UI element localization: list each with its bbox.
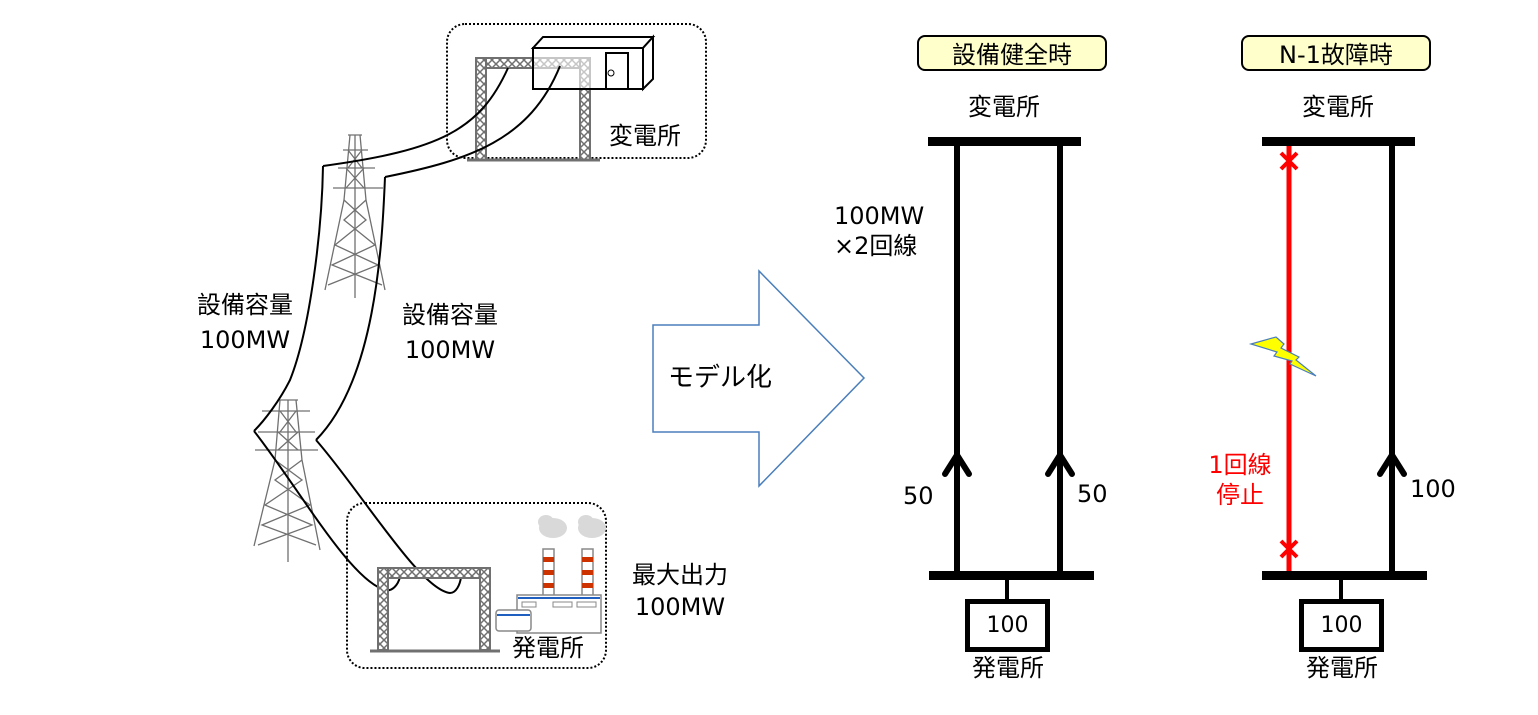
- panel-healthy-substation-label: 変電所: [968, 93, 1040, 121]
- breaker-open-x-icon: [1279, 151, 1299, 171]
- line-a-capacity-label: 設備容量 100MW: [180, 290, 310, 355]
- panel-n1-generator-box: 100: [1299, 599, 1384, 652]
- panel-n1-substation-label: 変電所: [1302, 93, 1374, 121]
- power-line-b: [315, 65, 561, 595]
- substation-illustration: [446, 23, 707, 162]
- breaker-open-x-icon: [1279, 539, 1299, 559]
- remaining-line-flow-label: 100: [1410, 475, 1456, 503]
- factory-icon: [495, 515, 606, 634]
- modeling-arrow-label: モデル化: [668, 363, 773, 393]
- power-line-a: [253, 67, 509, 592]
- panel-healthy: [928, 137, 1094, 600]
- line-1-flow-label: 50: [903, 482, 934, 510]
- substation-label: 変電所: [609, 122, 681, 150]
- plant-max-output-title: 最大出力: [632, 561, 728, 589]
- modeling-arrow-shape: [652, 269, 866, 488]
- flow-arrow-icon: [942, 452, 972, 477]
- panel-n1-plant-label: 発電所: [1306, 654, 1378, 682]
- plant-max-output-label: 最大出力 100MW: [620, 560, 740, 622]
- outage-status: 停止: [1216, 481, 1264, 509]
- substation-dotted-frame: [446, 23, 707, 159]
- panel-healthy-plant-label: 発電所: [972, 654, 1044, 682]
- plant-gantry-icon: [370, 567, 500, 653]
- plant-bus: [1262, 571, 1427, 580]
- line-b-capacity-title: 設備容量: [402, 301, 498, 329]
- substation-building-icon: [530, 34, 656, 92]
- flow-arrow-icon: [1045, 452, 1075, 477]
- line-a-capacity-value: 100MW: [199, 326, 291, 354]
- panel-healthy-generator-box: 100: [965, 599, 1050, 652]
- panel-healthy-capacity-label: 100MW ×2回線: [834, 201, 924, 261]
- plant-max-output-value: 100MW: [634, 593, 726, 621]
- capacity-value: 100MW: [834, 202, 925, 230]
- line-a-capacity-title: 設備容量: [197, 291, 293, 319]
- line-2-flow-label: 50: [1077, 480, 1108, 508]
- transmission-tower-icon: [253, 399, 321, 562]
- circuit-count: ×2回線: [834, 232, 918, 260]
- power-plant-label: 発電所: [512, 634, 584, 662]
- panel-healthy-title: 設備健全時: [917, 35, 1107, 71]
- flow-arrow-icon: [1377, 452, 1407, 477]
- transmission-tower-icon: [324, 134, 386, 298]
- substation-bus: [928, 137, 1081, 146]
- lightning-icon: [1248, 336, 1317, 377]
- power-plant-illustration: [346, 502, 607, 669]
- outage-circuit-count: 1回線: [1208, 451, 1272, 479]
- outage-label: 1回線 停止: [1195, 450, 1285, 510]
- substation-bus: [1262, 137, 1415, 146]
- panel-n1-title: N-1故障時: [1241, 35, 1431, 71]
- line-b-capacity-value: 100MW: [404, 336, 496, 364]
- panel-n1-fault: [1248, 137, 1427, 600]
- plant-bus: [929, 571, 1094, 580]
- line-b-capacity-label: 設備容量 100MW: [385, 300, 515, 365]
